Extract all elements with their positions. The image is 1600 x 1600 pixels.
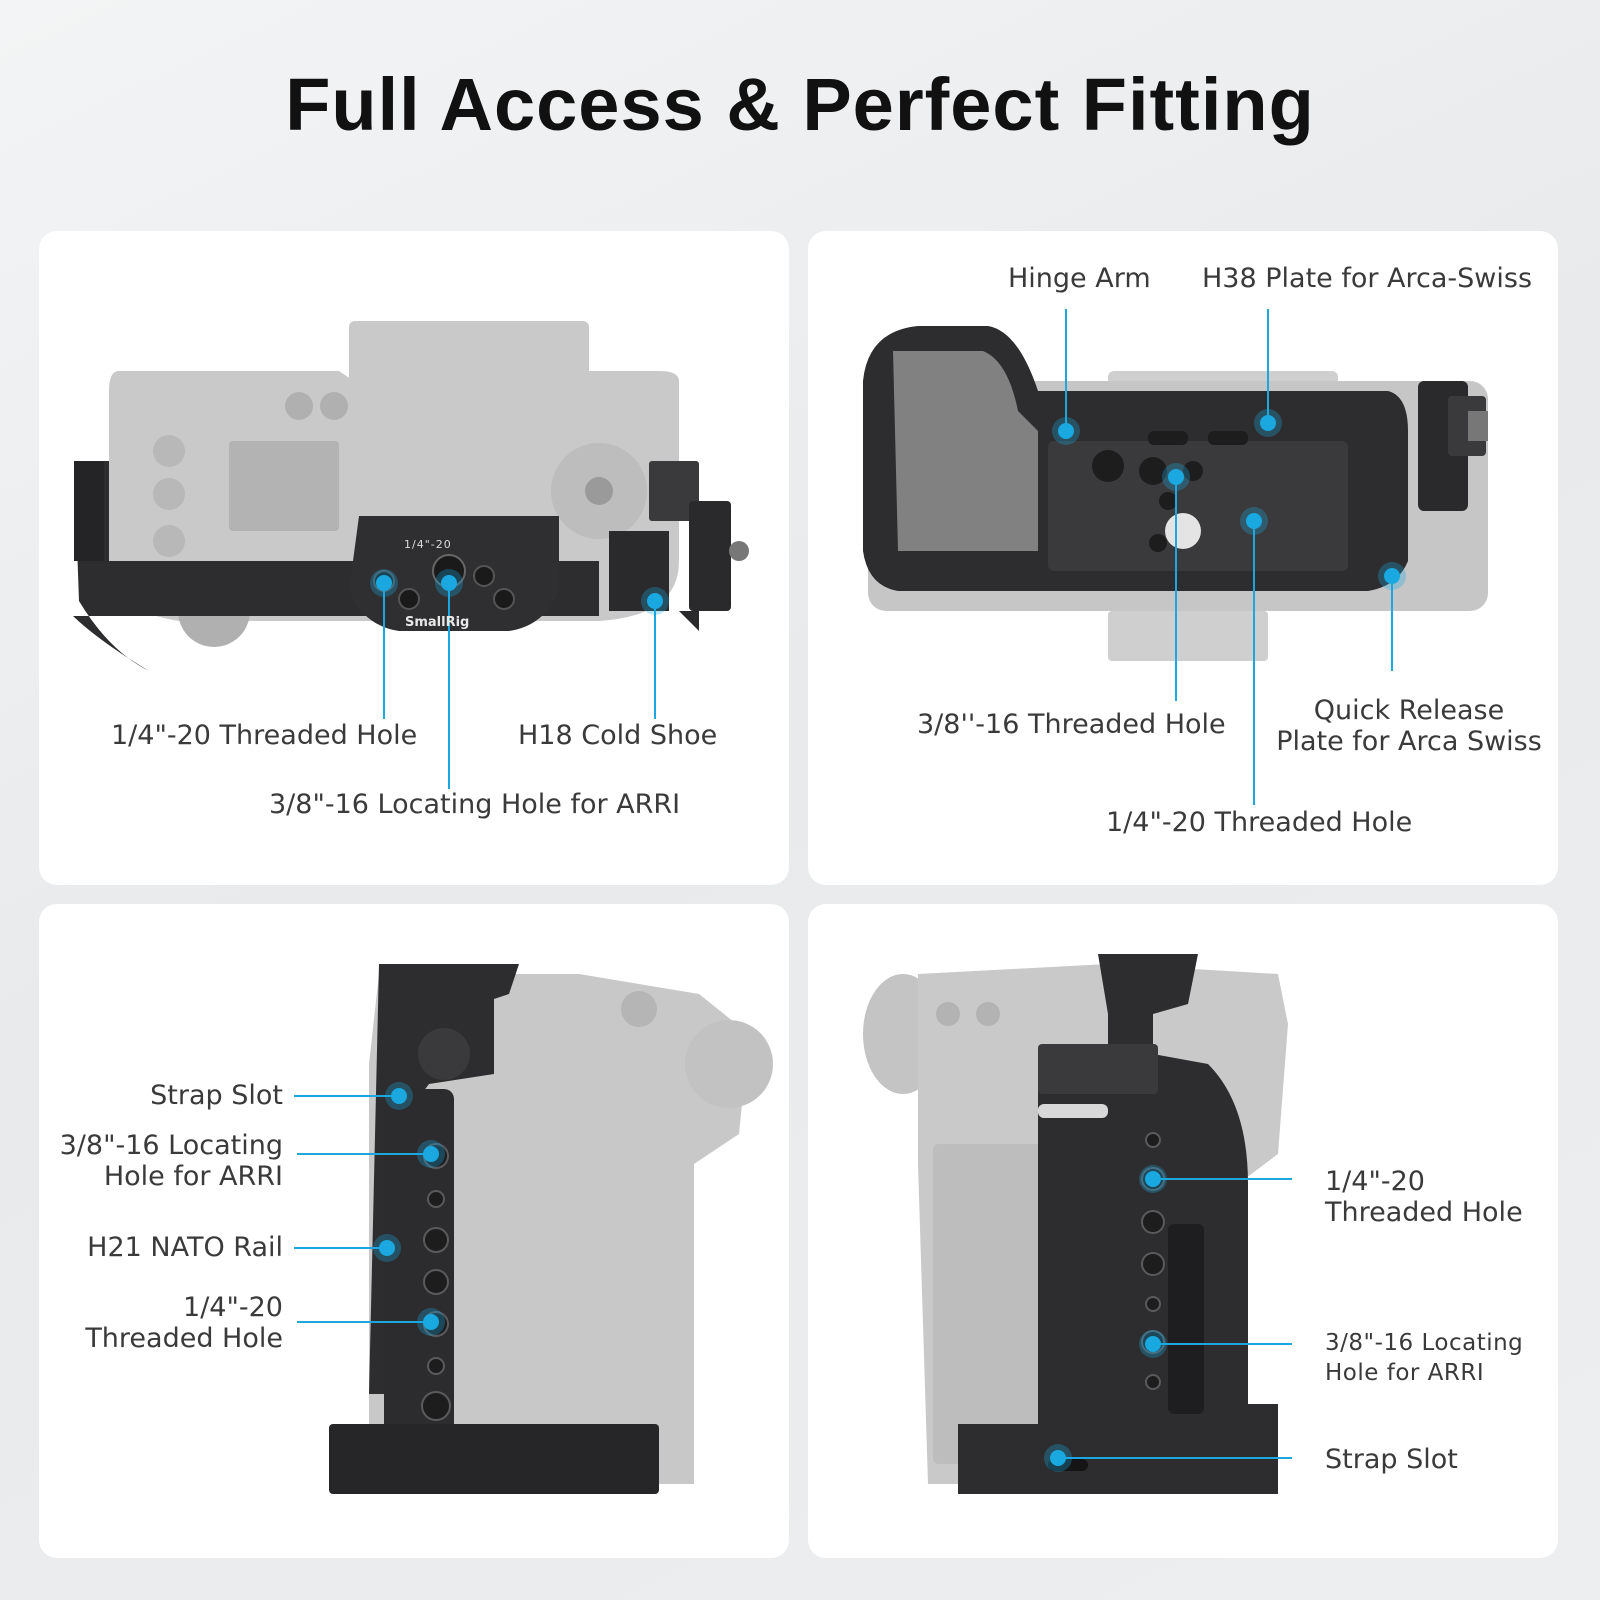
- label-threaded-hole: 1/4"-20 Threaded Hole: [85, 1292, 283, 1354]
- label-threaded-hole: 1/4"-20 Threaded Hole: [111, 720, 418, 751]
- label-hinge-arm: Hinge Arm: [1008, 263, 1151, 294]
- camera-top-view-illustration: [73, 321, 749, 789]
- label-strap-slot: Strap Slot: [1325, 1444, 1458, 1475]
- panel-bottom-view: Hinge Arm H38 Plate for Arca-Swiss 3/8''…: [808, 231, 1558, 885]
- label-strap-slot: Strap Slot: [150, 1080, 283, 1111]
- label-quick-release-plate: Quick Release Plate for Arca Swiss: [1276, 695, 1542, 757]
- label-threaded-hole-38: 3/8''-16 Threaded Hole: [917, 709, 1226, 740]
- brand-mark: SmallRig: [405, 615, 470, 630]
- label-threaded-hole: 1/4"-20 Threaded Hole: [1325, 1166, 1523, 1228]
- page-title: Full Access & Perfect Fitting: [285, 63, 1315, 146]
- label-h38-plate: H38 Plate for Arca-Swiss: [1202, 263, 1533, 294]
- label-nato-rail: H21 NATO Rail: [87, 1232, 283, 1263]
- panel-top-view: 1/4"-20 SmallRig 1/4"-20 Threaded Hole H…: [39, 231, 789, 885]
- plate-engraving: 1/4"-20: [404, 538, 452, 551]
- label-locating-hole: 3/8"-16 Locating Hole for ARRI: [59, 1130, 283, 1192]
- label-threaded-hole-14: 1/4"-20 Threaded Hole: [1106, 807, 1413, 838]
- label-cold-shoe: H18 Cold Shoe: [518, 720, 718, 751]
- panel-left-side-view: Strap Slot 3/8"-16 Locating Hole for ARR…: [39, 904, 789, 1558]
- panel-right-side-view: 1/4"-20 Threaded Hole 3/8"-16 Locating H…: [808, 904, 1558, 1558]
- label-locating-hole: 3/8"-16 Locating Hole for ARRI: [1325, 1330, 1524, 1386]
- camera-right-side-illustration: [863, 954, 1292, 1494]
- label-locating-hole: 3/8"-16 Locating Hole for ARRI: [269, 789, 681, 820]
- camera-bottom-view-illustration: [863, 309, 1488, 805]
- camera-left-side-illustration: [294, 964, 773, 1494]
